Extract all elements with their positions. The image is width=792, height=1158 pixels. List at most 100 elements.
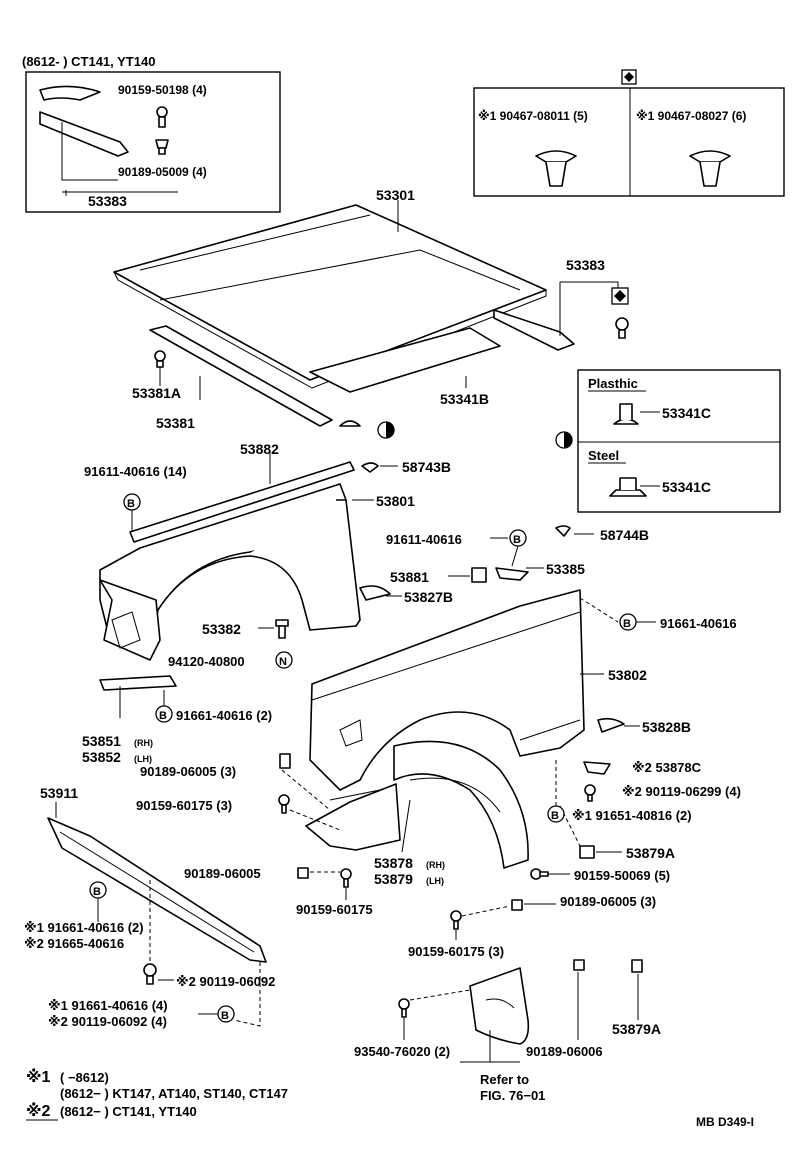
callout-90159-5: 90159-50069 (5) [574,868,670,883]
cover-58743b [361,462,379,473]
figure-code: MB D349-I [696,1115,754,1129]
callout-53878c: ※2 53878C [632,760,702,775]
hood-insulator [309,327,501,393]
bolt-icon [275,619,289,639]
clip-icon [495,567,529,581]
callout-90119-4: ※2 90119-06299 (4) [622,784,741,799]
fender-lower-bracket [99,579,161,661]
callout-53911: 53911 [40,785,78,801]
bumper-icon [339,420,361,427]
callout-53801: 53801 [376,493,415,509]
callout-53383: 53383 [566,257,605,273]
callout-90189-3b: 90189-06005 (3) [560,894,656,909]
plastic-label: Plasthic [588,376,638,391]
fender-panel-right [309,589,585,791]
b-badge-icon: B [155,705,173,723]
steel-label: Steel [588,448,619,463]
hood-seal-side [493,309,575,351]
refer-fig-label: FIG. 76−01 [480,1088,545,1103]
svg-text:B: B [221,1010,229,1022]
callout-53851-rh: (RH) [134,738,153,748]
cover-53828b [597,717,625,733]
clip-box: ※1 90467-08011 (5) ※1 90467-08027 (6) [473,69,785,197]
callout-53879a-1: 53879A [626,845,675,861]
svg-text:B: B [551,810,559,822]
b-badge-icon: B [217,1005,235,1023]
callout-58744b: 58744B [600,527,649,543]
callout-90119-4b: ※2 90119-06092 (4) [48,1014,167,1029]
left-fender-assembly: B 53882 91611-40616 (14) 58743B 53801 53… [82,441,453,765]
callout-53301: 53301 [376,187,415,203]
half-circle-icon [555,431,573,449]
front-spoiler-assembly: 53911 B ※1 91661-40616 (2) ※2 91665-4061… [24,785,275,1029]
inset-header: (8612- ) CT141, YT140 [22,54,155,69]
callout-90159-3a: 90159-60175 (3) [136,798,232,813]
callout-53881: 53881 [390,569,429,585]
callout-90159-b: 90159-60175 [296,902,373,917]
steel-clip-icon [609,477,647,497]
fender-apron-rail [129,461,355,543]
inset-hood-corner [39,85,101,101]
callout-53882: 53882 [240,441,279,457]
svg-text:B: B [93,886,101,898]
clip-icon [615,317,629,339]
callout-53879a-2: 53879A [612,1021,661,1037]
callout-90189-06006: 90189-06006 [526,1044,603,1059]
footnotes: ※1 ( −8612) (8612− ) KT147, AT140, ST140… [26,1068,754,1129]
hood-assembly: 53301 53383 53381A 53381 53341B [113,187,629,439]
push-clip-icon [535,150,577,187]
screw-icon [450,910,462,930]
clip-icon [631,959,643,973]
clip-icon [279,753,291,769]
callout-53879-lh: (LH) [426,876,444,886]
b-badge-icon: B [547,805,565,823]
clip-icon [573,959,585,971]
clip-icon [579,845,595,859]
footnote-2-mark: ※2 [26,1102,51,1120]
footnote-1b-text: (8612− ) KT147, AT140, ST140, CT147 [60,1086,288,1101]
n-badge-icon: N [275,651,293,669]
clip-icon [297,867,309,879]
svg-text:B: B [623,618,631,630]
fender-liner [393,740,529,869]
svg-text:B: B [127,498,135,510]
callout-53381a: 53381A [132,385,181,401]
push-clip-icon [689,150,731,187]
fender-liner-assembly: 90189-06005 (3) 90159-60175 (3) 53878 (R… [136,740,741,959]
callout-91611: 91611-40616 [386,532,462,547]
screw-icon [584,784,596,802]
callout-53381: 53381 [156,415,195,431]
callout-53385: 53385 [546,561,585,577]
svg-text:B: B [159,710,167,722]
svg-text:N: N [279,656,287,668]
callout-91661-r: 91661-40616 [660,616,737,631]
callout-90159-3b: 90159-60175 (3) [408,944,504,959]
callout-58743b: 58743B [402,459,451,475]
footnote-1-text: ( −8612) [60,1070,109,1085]
callout-53879: 53879 [374,871,413,887]
callout-91661-4: ※1 91661-40616 (4) [48,998,168,1013]
footnote-2-text: (8612− ) CT141, YT140 [60,1104,197,1119]
callout-94120: 94120-40800 [168,654,245,669]
callout-53851: 53851 [82,733,121,749]
inset-ct141-yt140: (8612- ) CT141, YT140 90159-50198 (4) 90… [22,54,281,213]
callout-53341b: 53341B [440,391,489,407]
svg-text:B: B [513,534,521,546]
callout-53852: 53852 [82,749,121,765]
hood-panel [113,204,547,381]
cover-58744b [555,525,571,537]
inset-part-2: 90189-05009 (4) [118,165,207,179]
liner-front-section [305,783,401,851]
screw-icon [143,963,157,985]
callout-53878-rh: (RH) [426,860,445,870]
callout-53828b: 53828B [642,719,691,735]
b-badge-icon: B [619,613,637,631]
clip-icon [583,761,611,775]
mud-guard-assembly: 93540-76020 (2) 90189-06006 53879A Refer… [354,959,661,1103]
b-badge-icon: B [89,881,107,899]
hood-seal-front [149,325,333,427]
cover-53827b [359,585,391,601]
screw-icon [278,794,290,814]
fender-stay [99,675,177,691]
callout-53852-lh: (LH) [134,754,152,764]
